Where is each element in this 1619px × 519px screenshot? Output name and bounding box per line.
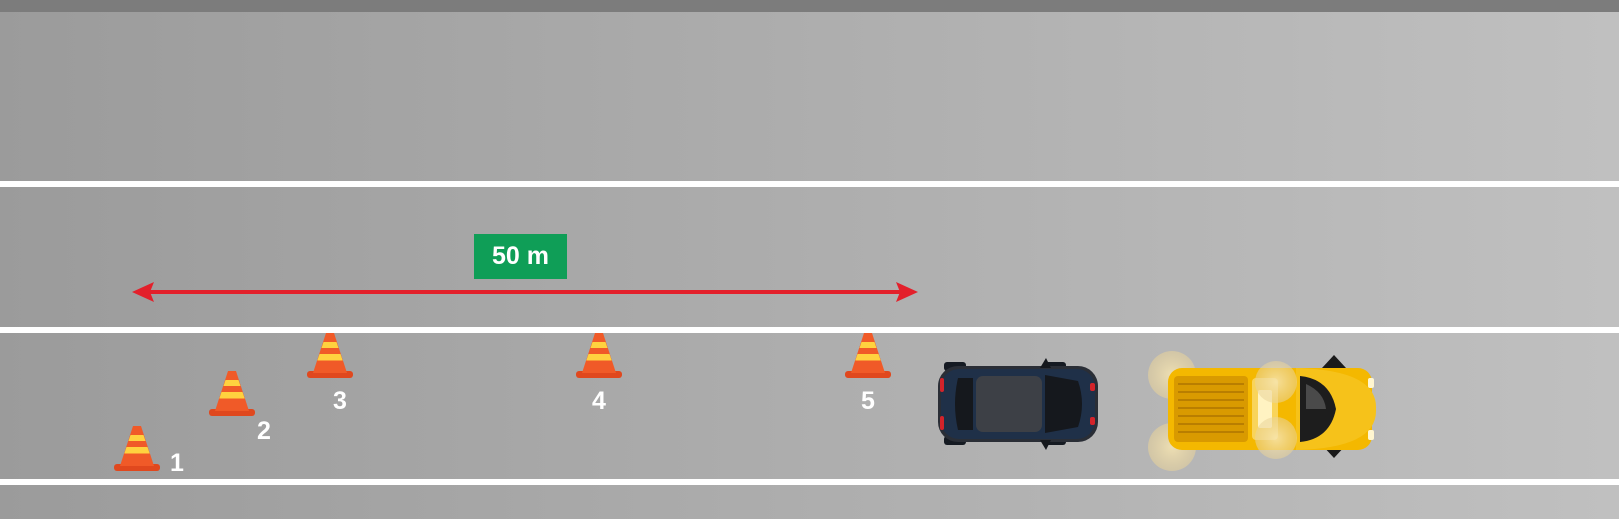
lane-line-top bbox=[0, 181, 1619, 187]
road-edge bbox=[0, 0, 1619, 12]
cone-label-1: 1 bbox=[170, 449, 184, 477]
cone-label-5: 5 bbox=[861, 387, 875, 415]
arrow-head-left bbox=[132, 282, 154, 302]
distance-label: 50 m bbox=[474, 234, 567, 279]
cone-label-4: 4 bbox=[592, 387, 606, 415]
arrow-head-right bbox=[896, 282, 918, 302]
distance-arrow bbox=[132, 282, 918, 302]
yellow-pickup-icon bbox=[1148, 351, 1377, 471]
lane-line-bottom bbox=[0, 479, 1619, 485]
cone-label-2: 2 bbox=[257, 417, 271, 445]
dark-car-icon bbox=[938, 358, 1098, 450]
lane-line-middle bbox=[0, 327, 1619, 333]
cone-label-3: 3 bbox=[333, 387, 347, 415]
